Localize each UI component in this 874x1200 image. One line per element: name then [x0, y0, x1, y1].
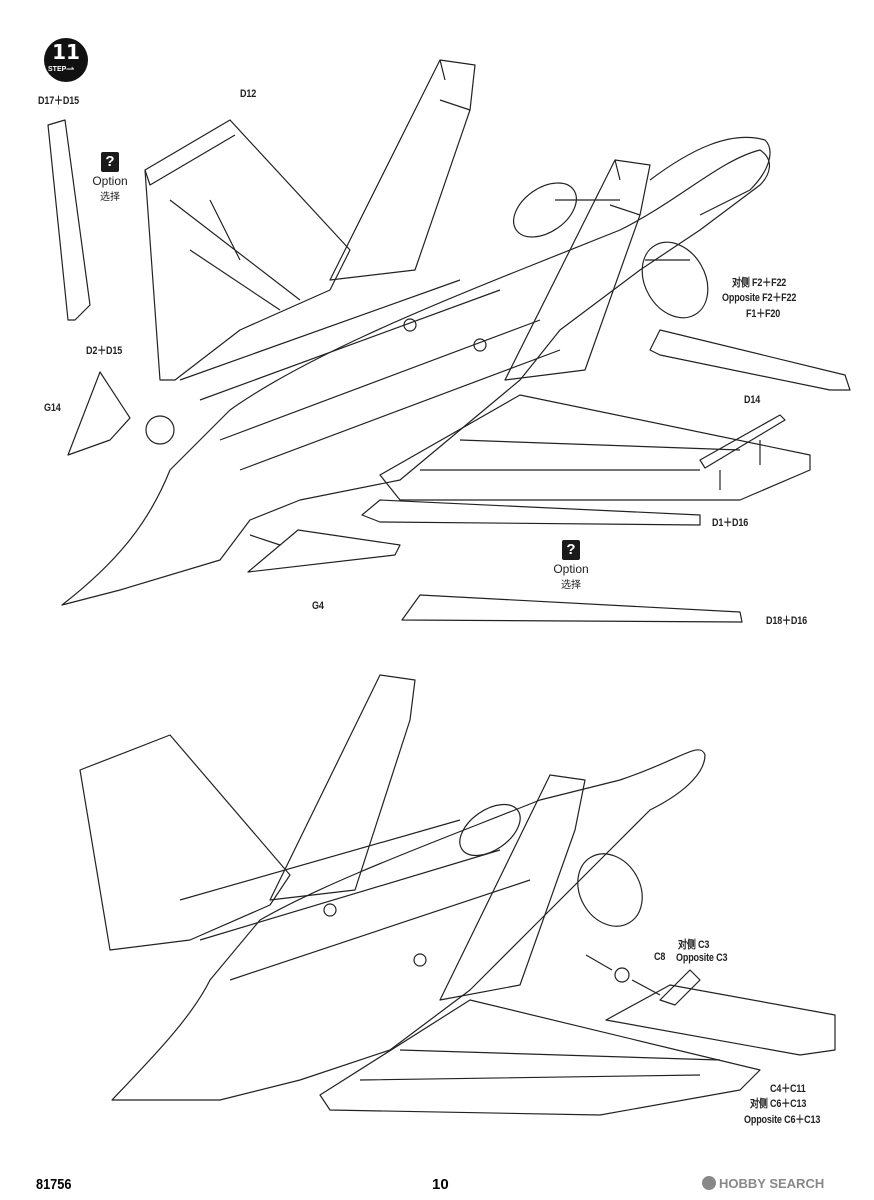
- label-opp-f2-en: Opposite F2＋F22: [722, 292, 797, 304]
- kit-code: 81756: [36, 1176, 72, 1193]
- label-g14: G14: [44, 402, 61, 414]
- step-word: STEP: [48, 66, 67, 73]
- part-d1-d16: [361, 499, 701, 526]
- step-number: 11: [52, 40, 80, 64]
- label-f1-f20: F1＋F20: [746, 308, 781, 320]
- hobby-search-logo-icon: [702, 1176, 716, 1190]
- bottom-tail-left: [269, 674, 416, 901]
- tail-right: [504, 159, 651, 381]
- part-c8: [614, 967, 630, 983]
- tail-left: [329, 59, 476, 281]
- label-opp-c6-cn: 对侧 C6＋C13: [750, 1098, 807, 1110]
- part-d17-d15: [47, 119, 91, 321]
- label-d18-d16: D18＋D16: [766, 615, 807, 627]
- step-badge: 11 STEP ⇀: [44, 38, 88, 82]
- option-label-en: Option: [92, 174, 128, 188]
- label-c4-c11: C4＋C11: [770, 1083, 806, 1095]
- label-d17-d15: D17＋D15: [38, 95, 79, 107]
- option-label-cn: 选择: [100, 192, 120, 203]
- watermark-text: HOBBY SEARCH: [719, 1176, 825, 1191]
- label-c8: C8: [654, 951, 666, 963]
- part-g14: [67, 371, 131, 456]
- part-d14: [699, 414, 786, 469]
- label-d14: D14: [744, 394, 761, 406]
- part-c4-c11: [605, 984, 836, 1056]
- step-arrow-icon: ⇀: [66, 64, 75, 75]
- option-label-en: Option: [553, 562, 589, 576]
- part-d1-wing: [379, 394, 811, 501]
- label-g4: G4: [312, 600, 324, 612]
- option-marker-top: ? Option 选择: [80, 152, 140, 203]
- part-d12: [144, 119, 351, 381]
- question-icon: ?: [562, 540, 580, 560]
- label-d2-d15: D2＋D15: [86, 345, 123, 357]
- part-f1-f20: [649, 329, 851, 391]
- label-d12: D12: [240, 88, 257, 100]
- option-marker-bottom: ? Option 选择: [541, 540, 601, 591]
- bottom-wing-left: [79, 734, 291, 951]
- part-d18-d16: [401, 594, 743, 623]
- label-d1-d16: D1＋D16: [712, 517, 749, 529]
- label-opp-c3-cn: 对侧 C3: [678, 939, 710, 951]
- bottom-wing-right: [319, 999, 761, 1116]
- option-label-cn: 选择: [561, 580, 581, 591]
- label-opp-c6-en: Opposite C6＋C13: [744, 1114, 821, 1126]
- page-number: 10: [432, 1176, 449, 1193]
- label-opp-f2-cn: 对侧 F2＋F22: [732, 277, 787, 289]
- watermark: HOBBY SEARCH: [702, 1176, 824, 1191]
- question-icon: ?: [101, 152, 119, 172]
- part-g4: [247, 529, 401, 573]
- label-opp-c3-en: Opposite C3: [676, 952, 728, 964]
- bottom-tail-right: [439, 774, 586, 1001]
